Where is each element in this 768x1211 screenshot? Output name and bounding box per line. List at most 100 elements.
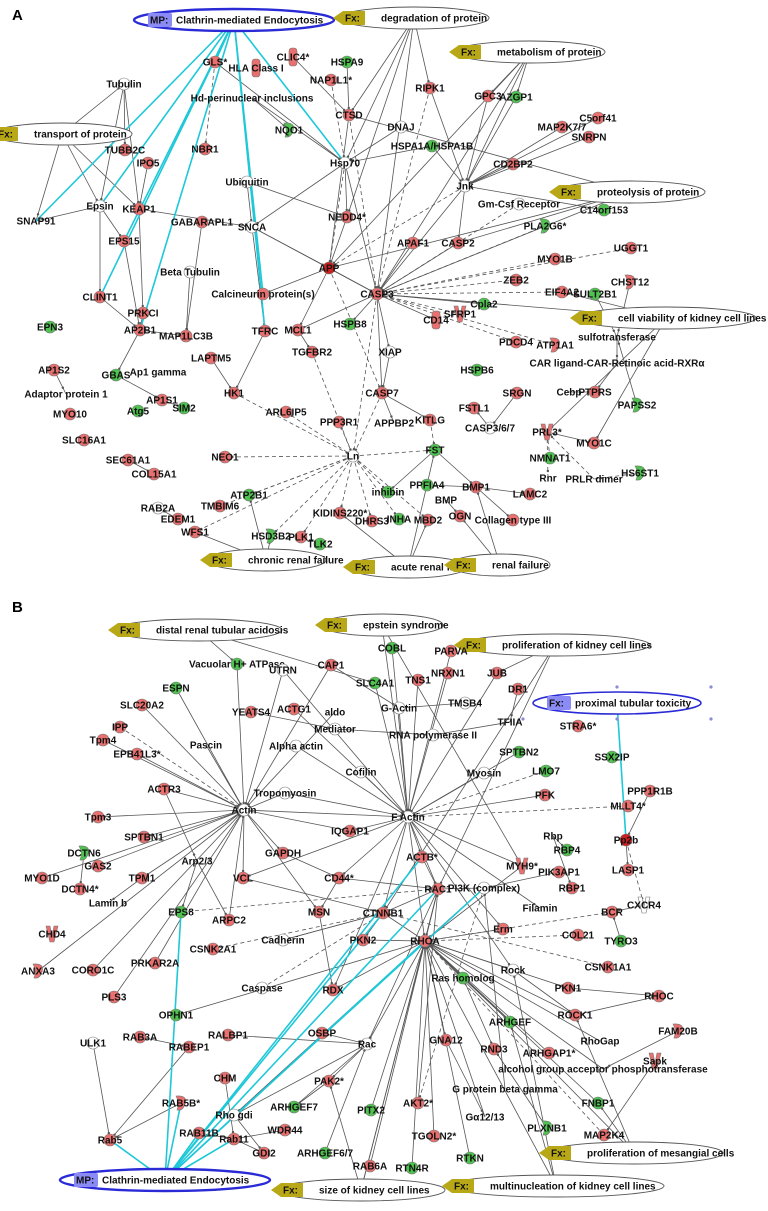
- molecule-node-b_lmo7[interactable]: LMO7: [532, 764, 560, 778]
- function-node-fx_epstein[interactable]: Fx:epstein syndrome: [315, 613, 449, 637]
- molecule-node-b_anxa3[interactable]: ANXA3: [21, 963, 55, 979]
- molecule-node-a_bmp1[interactable]: BMP1: [462, 480, 490, 494]
- molecule-node-a_app[interactable]: APP: [319, 261, 340, 275]
- molecule-node-a_myo1b[interactable]: MYO1B: [537, 252, 573, 266]
- function-node-mp_proximal[interactable]: Fx:proximal tubular toxicity: [532, 691, 702, 715]
- molecule-node-b_rbp1[interactable]: RBP1: [559, 881, 586, 895]
- molecule-node-b_vcl[interactable]: VCL: [233, 871, 253, 885]
- molecule-node-a_pdcd4[interactable]: PDCD4: [499, 335, 533, 349]
- molecule-node-a_atg5[interactable]: Atg5: [127, 404, 150, 418]
- selection-handle[interactable]: [615, 717, 619, 721]
- molecule-node-b_rashomolog[interactable]: Ras homolog: [431, 971, 495, 985]
- molecule-node-a_cebp[interactable]: Cebp: [557, 388, 582, 399]
- molecule-node-a_sim2[interactable]: SIM2: [172, 401, 196, 415]
- molecule-node-a_dnaj[interactable]: DNAJ: [387, 120, 415, 134]
- molecule-node-b_g1213[interactable]: Gα12/13: [466, 1113, 505, 1124]
- molecule-node-b_tfiia[interactable]: TFIIA: [498, 718, 523, 729]
- molecule-node-b_msn[interactable]: MSN: [308, 905, 330, 919]
- molecule-node-a_snap91[interactable]: SNAP91: [17, 217, 56, 228]
- function-node-mp_clathrin_b[interactable]: MP:Clathrin-mediated Endocytosis: [58, 1167, 272, 1193]
- molecule-node-a_nmnat1[interactable]: NMNAT1: [530, 451, 571, 465]
- molecule-node-a_prl3[interactable]: PRL3*: [532, 423, 562, 441]
- molecule-node-a_eif4a2[interactable]: EIF4A2: [545, 285, 579, 299]
- molecule-node-b_cxcr4[interactable]: CXCR4: [627, 896, 661, 914]
- selection-handle[interactable]: [709, 717, 713, 721]
- molecule-node-b_gdi2[interactable]: GDI2: [252, 1146, 276, 1160]
- molecule-node-a_ap2b1[interactable]: AP2B1: [124, 323, 157, 337]
- molecule-node-a_casp367[interactable]: CASP3/6/7: [465, 421, 515, 435]
- molecule-node-a_tfrc[interactable]: TFRC: [252, 324, 279, 338]
- molecule-node-a_gabarapl1[interactable]: GABARAPL1: [171, 215, 234, 229]
- molecule-node-a_inhibin[interactable]: inhibin: [372, 485, 405, 499]
- function-node-fx_degradation[interactable]: Fx:degradation of protein: [333, 6, 490, 30]
- molecule-node-a_zeb2[interactable]: ZEB2: [503, 273, 529, 287]
- molecule-node-b_filamin[interactable]: Filamin: [522, 904, 557, 915]
- molecule-node-b_rhogap[interactable]: RhoGap: [581, 1037, 620, 1048]
- molecule-node-b_rbp4[interactable]: RBP4: [554, 843, 581, 857]
- molecule-node-b_rtn4r[interactable]: RTN4R: [395, 1161, 429, 1175]
- molecule-node-b_arhgef7[interactable]: ARHGEF7: [270, 1100, 318, 1114]
- molecule-node-a_mcl1[interactable]: MCL1: [284, 323, 312, 337]
- molecule-node-b_eps8[interactable]: EPS8: [168, 905, 194, 919]
- molecule-node-a_ripk1[interactable]: RIPK1: [415, 81, 445, 95]
- molecule-node-b_rdx[interactable]: RDX: [322, 983, 344, 997]
- molecule-node-a_sfrp1[interactable]: SFRP1: [444, 305, 477, 323]
- molecule-node-b_coro1c[interactable]: CORO1C: [72, 963, 115, 977]
- molecule-node-a_tmbim6[interactable]: TMBIM6: [201, 499, 240, 513]
- molecule-node-a_edem1[interactable]: EDEM1: [161, 512, 196, 526]
- molecule-node-a_eps15[interactable]: EPS15: [108, 234, 140, 248]
- molecule-node-a_ugtt1[interactable]: UGGT1: [614, 241, 649, 255]
- molecule-node-a_nbr1[interactable]: NBR1: [191, 142, 219, 156]
- molecule-node-a_tgfbr2[interactable]: TGFBR2: [292, 345, 332, 359]
- molecule-node-b_pkn1[interactable]: PKN1: [555, 981, 582, 995]
- molecule-node-a_clic4[interactable]: CLIC4*: [277, 47, 310, 67]
- molecule-node-a_ctsd[interactable]: CTSD: [335, 108, 363, 122]
- molecule-node-a_casp2[interactable]: CASP2: [441, 236, 475, 250]
- molecule-node-b_cofilin[interactable]: Cofilin: [345, 765, 377, 779]
- molecule-node-a_appbp2[interactable]: APPBP2: [374, 419, 414, 430]
- molecule-node-a_hspa9[interactable]: HSPA9: [331, 55, 364, 69]
- molecule-node-b_cap1[interactable]: CAP1: [318, 658, 345, 672]
- molecule-node-b_yeats4[interactable]: YEATS4: [232, 705, 271, 719]
- molecule-node-a_myo10[interactable]: MYO10: [53, 407, 87, 421]
- molecule-node-a_dhrs3[interactable]: DHRS3: [355, 514, 389, 528]
- molecule-node-a_calcineurin[interactable]: Calcineurin protein(s): [211, 287, 315, 301]
- molecule-node-a_ptprs[interactable]: PTPRS: [578, 385, 612, 399]
- molecule-node-b_pls3[interactable]: PLS3: [101, 990, 127, 1004]
- molecule-node-a_gls[interactable]: GLS*: [203, 55, 228, 69]
- molecule-node-a_prlrdimer[interactable]: PRLR dimer: [565, 475, 622, 486]
- molecule-node-a_ppfia4[interactable]: PPFIA4: [409, 478, 445, 492]
- molecule-node-a_col15a1[interactable]: COL15A1: [131, 467, 177, 481]
- molecule-node-b_pak2[interactable]: PAK2*: [314, 1074, 344, 1088]
- molecule-node-a_lamc2[interactable]: LAMC2: [513, 487, 548, 501]
- molecule-node-b_osbp[interactable]: OSBP: [308, 1026, 337, 1040]
- molecule-node-a_c5orf41[interactable]: C5orf41: [579, 111, 617, 125]
- molecule-node-b_ulk1[interactable]: ULK1: [80, 1036, 107, 1050]
- molecule-node-b_col21[interactable]: COL21: [562, 928, 595, 942]
- molecule-node-b_rhoa[interactable]: RHOA: [410, 934, 440, 948]
- molecule-node-b_dr1[interactable]: DR1: [508, 682, 528, 696]
- molecule-node-b_myo1d[interactable]: MYO1D: [24, 871, 60, 885]
- molecule-node-b_arhgap1[interactable]: ARHGAP1*: [523, 1046, 576, 1060]
- molecule-node-a_kidins[interactable]: KIDINS220*: [313, 506, 368, 520]
- molecule-node-b_actg1[interactable]: ACTG1: [277, 702, 311, 716]
- molecule-node-b_cadherin[interactable]: Cadherin: [261, 933, 305, 947]
- molecule-node-a_jnk[interactable]: Jnk: [456, 179, 474, 193]
- molecule-node-b_csnk1a1[interactable]: CSNK1A1: [585, 960, 632, 974]
- function-node-fx_mesangial[interactable]: Fx:proliferation of mesangial cells: [539, 1141, 735, 1165]
- molecule-node-b_cd44[interactable]: CD44*: [324, 871, 354, 885]
- molecule-node-a_atp1a1[interactable]: ATP1A1: [536, 337, 574, 353]
- molecule-node-b_jub[interactable]: JUB: [487, 666, 507, 680]
- function-node-fx_metabolism[interactable]: Fx:metabolism of protein: [449, 40, 606, 64]
- molecule-node-b_chd4[interactable]: CHD4: [38, 925, 66, 943]
- molecule-node-a_clint1[interactable]: CLINT1: [83, 290, 118, 304]
- molecule-node-b_actin[interactable]: Actin: [232, 803, 257, 817]
- selection-handle[interactable]: [615, 685, 619, 689]
- function-node-mp_clathrin_a[interactable]: MP:Clathrin-mediated Endocytosis: [132, 7, 336, 33]
- molecule-node-a_ln[interactable]: Ln: [346, 449, 360, 463]
- molecule-node-b_prkar2a[interactable]: PRKAR2A: [131, 956, 179, 970]
- molecule-node-b_tropomyosin[interactable]: Tropomyosin: [254, 786, 317, 800]
- molecule-node-b_sptbn1[interactable]: SPTBN1: [124, 830, 164, 844]
- molecule-node-a_cpla2[interactable]: Cpla2: [470, 297, 498, 311]
- molecule-node-a_nqo1[interactable]: NQO1: [275, 122, 304, 138]
